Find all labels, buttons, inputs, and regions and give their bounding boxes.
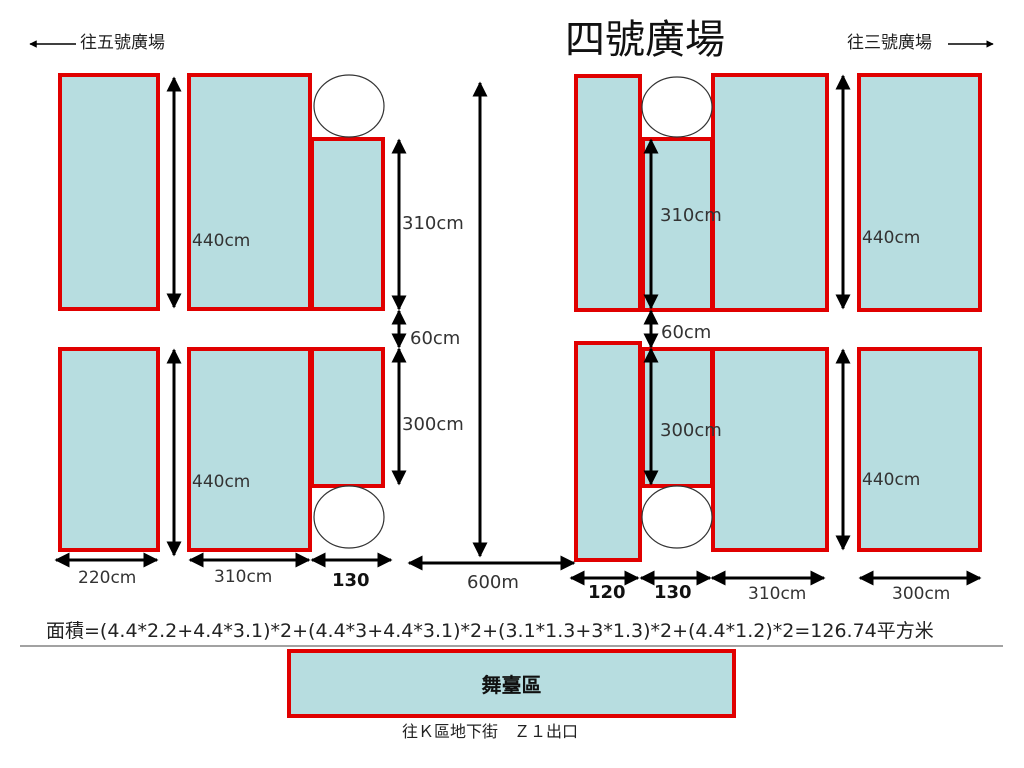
nav-right-label: 往三號廣場: [847, 33, 932, 53]
booth-right-lower-1: [574, 341, 642, 562]
booth-right-lower-3: [711, 347, 829, 552]
dim-label-130: 130: [654, 582, 692, 603]
stage-label: 舞臺區: [481, 673, 542, 697]
booth-left-lower-3: [310, 347, 385, 488]
pillar-circle: [313, 74, 385, 138]
booth-left-upper-2: [187, 73, 312, 311]
exit-label: 往Ｋ區地下街 Ｚ１出口: [402, 722, 579, 741]
dim-label-440cm: 440cm: [192, 472, 251, 492]
pillar-circle: [641, 76, 713, 138]
dim-label-440cm: 440cm: [192, 231, 251, 251]
dim-label-310cm: 310cm: [660, 205, 722, 226]
stage-area: 舞臺區: [287, 649, 736, 718]
booth-right-upper-3: [711, 73, 829, 312]
dim-label-300cm: 300cm: [660, 420, 722, 441]
dim-label-300cm: 300cm: [402, 414, 464, 435]
dim-label-600m: 600m: [467, 572, 519, 593]
pillar-circle: [641, 485, 713, 549]
dim-label-300cm: 300cm: [892, 584, 951, 604]
dim-label-310cm: 310cm: [214, 567, 273, 587]
booth-right-upper-4: [857, 73, 982, 312]
dim-label-60cm: 60cm: [661, 322, 712, 343]
booth-left-lower-2: [187, 347, 312, 552]
dim-label-120: 120: [588, 582, 626, 603]
nav-left-label: 往五號廣場: [80, 33, 165, 53]
dim-label-220cm: 220cm: [78, 568, 137, 588]
dim-label-440cm: 440cm: [862, 470, 921, 490]
dim-label-130: 130: [332, 570, 370, 591]
booth-left-upper-1: [58, 73, 160, 311]
dim-label-310cm: 310cm: [402, 213, 464, 234]
dim-label-440cm: 440cm: [862, 228, 921, 248]
dim-label-310cm: 310cm: [748, 584, 807, 604]
booth-left-upper-3: [310, 137, 385, 311]
page-title: 四號廣場: [565, 17, 725, 63]
booth-right-lower-4: [857, 347, 982, 552]
pillar-circle: [313, 485, 385, 549]
area-formula: 面積=(4.4*2.2+4.4*3.1)*2+(4.4*3+4.4*3.1)*2…: [46, 620, 934, 642]
dim-label-60cm: 60cm: [410, 328, 461, 349]
booth-left-lower-1: [58, 347, 160, 552]
booth-right-upper-1: [574, 74, 642, 312]
booth-right-lower-2: [641, 347, 714, 488]
